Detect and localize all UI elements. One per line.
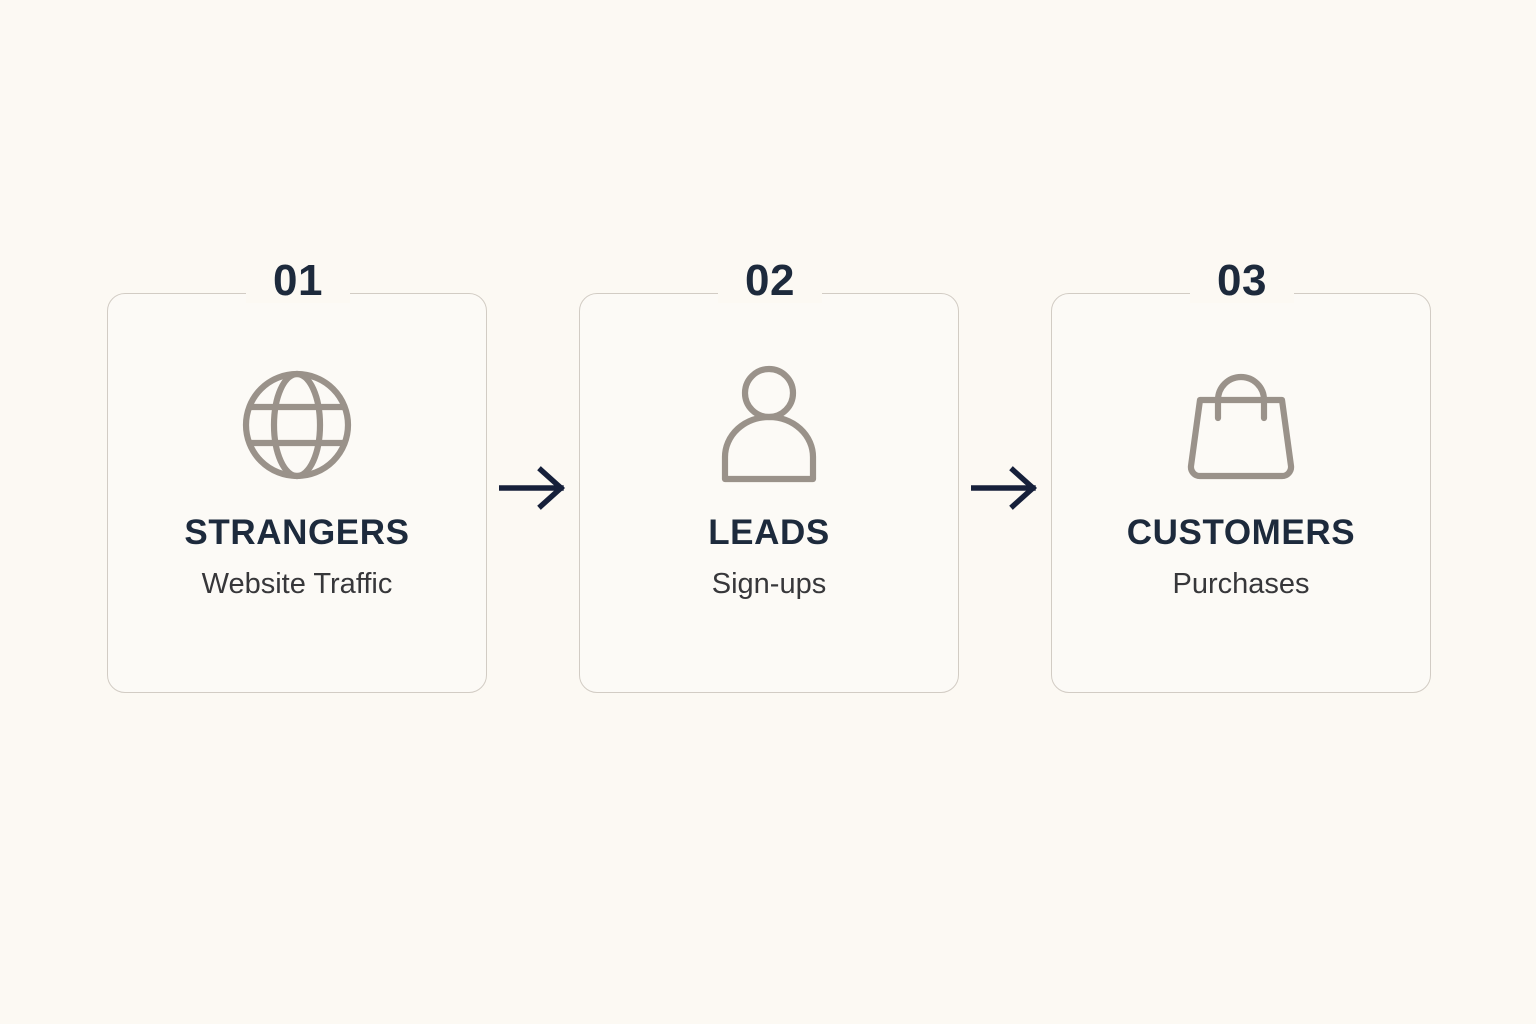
arrow-right-icon-2 <box>961 258 1051 695</box>
step-number-2: 02 <box>745 256 795 305</box>
funnel-step-card-1[interactable]: 01 STRANGERS Website Traffic <box>107 258 489 695</box>
person-icon <box>709 365 829 485</box>
card-frame-2 <box>579 293 959 693</box>
card-content-1: STRANGERS Website Traffic <box>107 293 487 693</box>
card-content-2: LEADS Sign-ups <box>579 293 959 693</box>
step-title-2: LEADS <box>708 513 830 552</box>
step-title-3: CUSTOMERS <box>1126 513 1356 552</box>
step-subtitle-2: Sign-ups <box>711 568 827 600</box>
funnel-step-card-2[interactable]: 02 LEADS Sign-ups <box>579 258 961 695</box>
arrow-right-icon-1 <box>489 258 579 695</box>
step-subtitle-1: Website Traffic <box>201 568 393 600</box>
step-subtitle-3: Purchases <box>1172 568 1310 600</box>
globe-icon <box>237 365 357 485</box>
funnel-step-card-3[interactable]: 03 CUSTOMERS Purchases <box>1051 258 1433 695</box>
card-number-notch-2 <box>718 285 822 303</box>
step-title-1: STRANGERS <box>184 513 410 552</box>
shopping-bag-icon <box>1181 365 1301 485</box>
card-number-notch-3 <box>1190 285 1294 303</box>
card-frame-3 <box>1051 293 1431 693</box>
card-number-notch-1 <box>246 285 350 303</box>
card-content-3: CUSTOMERS Purchases <box>1051 293 1431 693</box>
step-number-1: 01 <box>273 256 323 305</box>
funnel-flow: 01 STRANGERS Website Traffic <box>107 258 1431 698</box>
card-frame-1 <box>107 293 487 693</box>
step-number-3: 03 <box>1217 256 1267 305</box>
